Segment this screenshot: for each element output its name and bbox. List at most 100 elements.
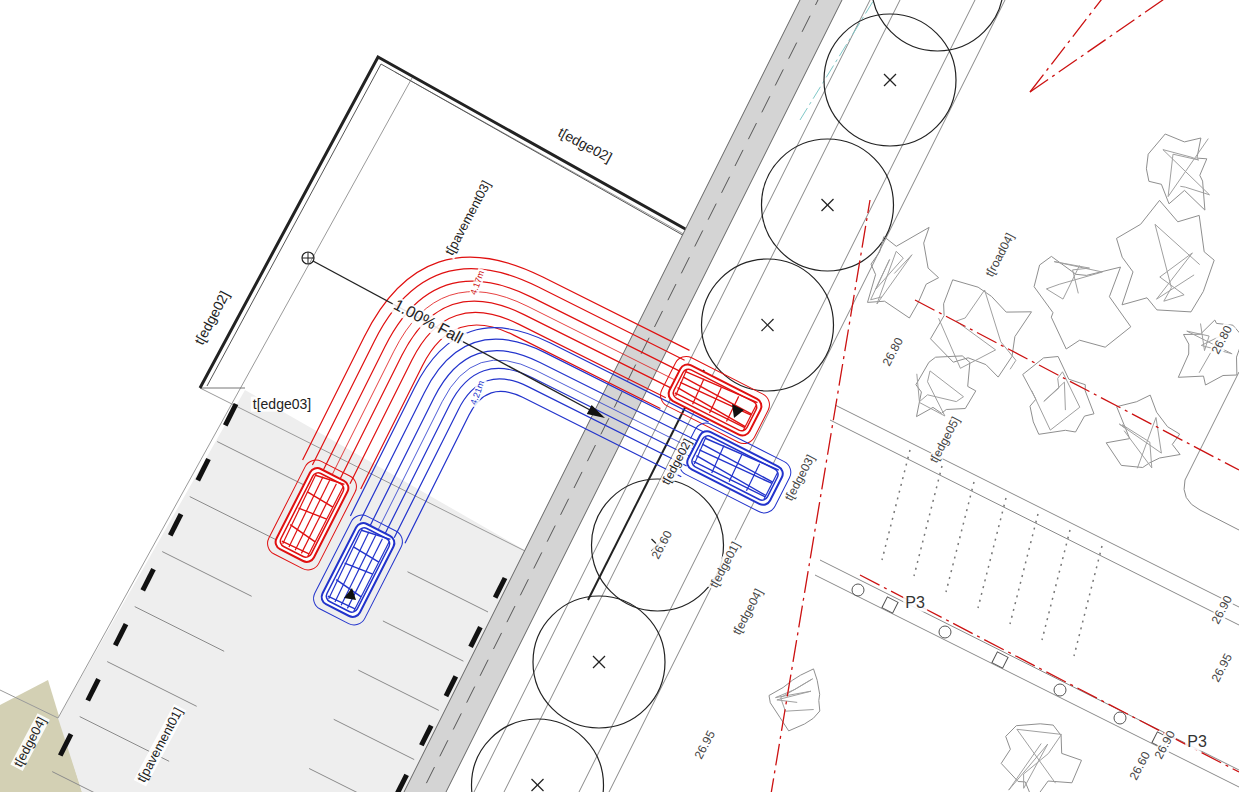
vehicle-detail (676, 388, 747, 427)
swept-path (378, 360, 695, 530)
drawing-label: t[edge02] (659, 435, 695, 489)
building-outline (207, 64, 702, 386)
shrub-symbol (1001, 724, 1081, 792)
swept-path (385, 368, 691, 533)
tree-circle (762, 139, 894, 271)
road-edge (437, 0, 852, 792)
tree-mark (593, 656, 605, 668)
vehicle-symbol (309, 511, 406, 629)
shrub-symbol (1023, 357, 1094, 435)
drawing-label: 26.60 (648, 527, 675, 563)
stall-line (107, 662, 196, 707)
shrub-symbol (776, 679, 814, 711)
drawing-label: 1.00% Fall (389, 296, 467, 348)
vehicle-detail (710, 446, 725, 473)
fall-arrow (313, 261, 590, 410)
edge-line (820, 560, 1239, 770)
shrub-symbol (1046, 262, 1102, 300)
drawing-label: 26.80 (879, 334, 906, 370)
vehicle-detail (282, 540, 309, 555)
tree-circle (533, 596, 665, 728)
drawing-label: P3 (1185, 734, 1209, 751)
boundary-line (1030, 0, 1170, 92)
point-symbol (939, 626, 951, 638)
vehicle-detail (361, 526, 390, 544)
direction-arrow (344, 588, 356, 600)
swept-path (350, 312, 666, 483)
vehicle-detail (680, 380, 751, 418)
dotted-line (1010, 514, 1038, 624)
stall-line (309, 769, 389, 792)
stall-line (334, 719, 414, 759)
drawing-label: t[road04] (982, 229, 1017, 280)
stall-line (408, 572, 488, 612)
tree-mark (762, 319, 774, 331)
vehicle-detail (288, 477, 325, 547)
tree-mark (532, 779, 544, 791)
drawing-label: 26.90 (1208, 592, 1235, 628)
swept-path (340, 301, 671, 479)
shrub-symbol (939, 290, 1016, 369)
vehicle-detail (705, 434, 779, 475)
boundary-line (915, 300, 1239, 470)
dotted-line (946, 482, 974, 592)
shrub-symbol (1155, 224, 1200, 301)
fall-origin (302, 252, 314, 264)
vehicle-body (690, 434, 780, 502)
shrub-symbol (1146, 134, 1206, 210)
stall-line (190, 497, 279, 542)
drawing-label: 26.95 (1208, 650, 1235, 686)
tree-circle (702, 259, 834, 391)
shrub-symbol (1034, 256, 1131, 349)
drawing-label: t[pavement03] (442, 177, 495, 260)
shrub-symbol (769, 669, 820, 731)
vehicle-detail (334, 532, 371, 602)
point-symbol (852, 584, 864, 596)
swept-path (323, 281, 679, 470)
stall-line (52, 772, 141, 792)
drawing-label: 4.17m (469, 268, 488, 298)
boundary-line (860, 575, 1239, 772)
swept-path (361, 325, 661, 489)
stall-line (358, 670, 438, 710)
stall-mark (225, 404, 236, 425)
vehicle-detail (743, 405, 756, 430)
stall-line (383, 621, 463, 661)
point-symbol (1054, 684, 1066, 696)
stall-mark (143, 569, 154, 590)
vehicle-detail (691, 379, 705, 405)
swept-path (350, 328, 708, 516)
tree-circle (472, 719, 604, 792)
drawing-label: t[pavement01] (134, 704, 187, 787)
pit-symbol (992, 652, 1008, 668)
point-symbol (1114, 712, 1126, 724)
edge-line (0, 690, 58, 718)
drawing-label: 26.80 (1208, 322, 1235, 358)
road-band (395, 0, 852, 792)
swept-path (394, 379, 687, 538)
vehicle-detail (695, 456, 768, 496)
shrub-symbol (917, 371, 964, 416)
direction-arrow (732, 404, 744, 418)
shrub-symbol (1117, 200, 1215, 312)
drawing-label: t[edge04] (730, 585, 766, 639)
dotted-line (1074, 546, 1102, 656)
boundary-line (770, 200, 870, 792)
stall-line (162, 552, 251, 597)
tree-circle (824, 14, 956, 146)
boundary-line (1030, 0, 1105, 92)
vehicle-envelope (675, 419, 795, 517)
shrub-symbol (1119, 418, 1161, 469)
stall-mark (60, 734, 71, 755)
fall-arrowhead (587, 405, 605, 418)
drawing-label: t[edge03] (782, 451, 818, 505)
vehicle-detail (675, 392, 745, 428)
vehicle-detail (693, 461, 765, 498)
edge-line (1185, 372, 1239, 480)
stall-mark (88, 679, 99, 700)
pit-symbol (882, 597, 898, 613)
drawing-label: t[edge03] (251, 397, 313, 412)
tree-mark (822, 199, 834, 211)
